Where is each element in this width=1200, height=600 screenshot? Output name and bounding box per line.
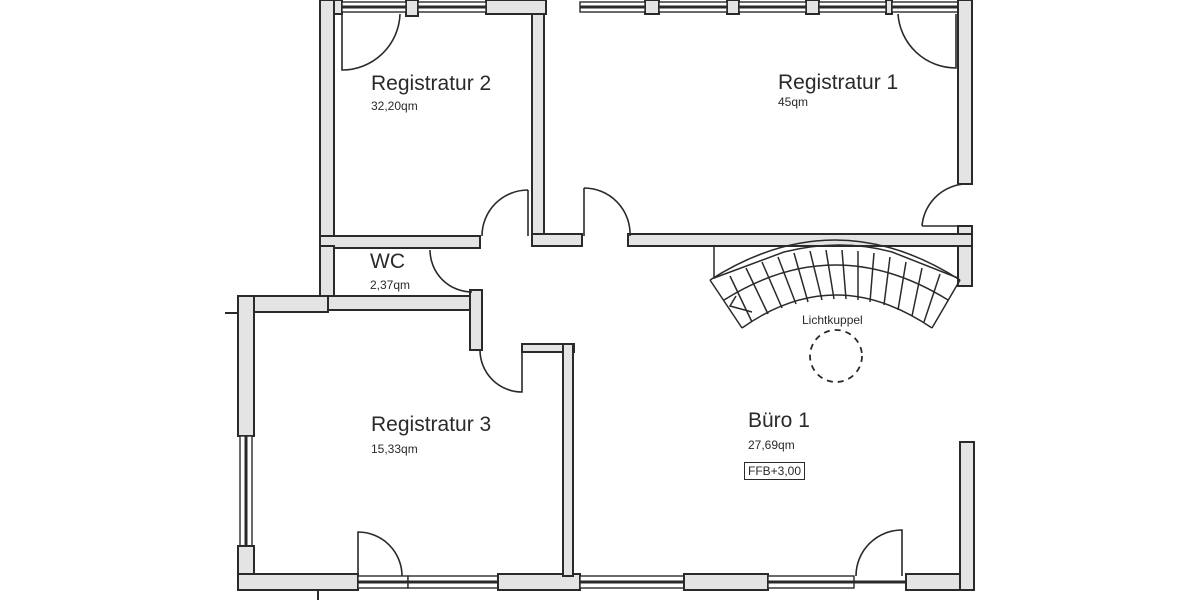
top-windows xyxy=(341,1,961,13)
wall-reg3-left-upper xyxy=(237,295,255,437)
wall-reg2-left xyxy=(319,0,335,247)
wall-wc-right xyxy=(469,289,483,351)
room-name-buero-1: Büro 1 xyxy=(748,409,810,432)
wall-reg1-bottom-left xyxy=(531,233,583,247)
wall-reg1-right xyxy=(957,0,973,185)
doors xyxy=(341,13,973,577)
room-name-registratur-3: Registratur 3 xyxy=(371,413,492,436)
wall-top-pillar-5 xyxy=(885,0,893,15)
wall-top-pillar-3 xyxy=(726,0,740,15)
wall-top-2 xyxy=(485,0,547,15)
wall-reg2-bottom xyxy=(319,235,481,249)
wall-reg3-bottom-left xyxy=(237,573,359,591)
room-area-wc: 2,37qm xyxy=(370,278,411,292)
room-name-wc: WC xyxy=(370,250,405,273)
skylight-dome-outline xyxy=(809,329,863,383)
wall-top-pillar-1 xyxy=(405,0,419,17)
room-area-registratur-1: 45qm xyxy=(778,95,809,109)
wall-top-1 xyxy=(333,0,343,15)
wall-reg1-bottom-right xyxy=(627,233,973,247)
wall-wc-left xyxy=(319,245,335,297)
room-area-registratur-2: 32,20qm xyxy=(371,99,418,113)
wall-buero-right xyxy=(959,441,975,591)
wall-buero-bottom xyxy=(683,573,769,591)
wall-top-pillar-4 xyxy=(805,0,820,15)
room-name-registratur-2: Registratur 2 xyxy=(371,72,492,95)
wall-top-pillar-2 xyxy=(644,0,660,15)
room-area-registratur-3: 15,33qm xyxy=(371,442,418,456)
curved-staircase xyxy=(709,239,961,329)
floor-level-marker: FFB+3,00 xyxy=(744,462,806,480)
wall-reg2-reg1 xyxy=(531,13,545,237)
wall-reg3-buero xyxy=(562,343,574,577)
skylight-label: Lichtkuppel xyxy=(802,313,863,327)
wall-wc-bottom xyxy=(319,295,471,311)
room-area-buero-1: 27,69qm xyxy=(748,438,795,452)
room-name-registratur-1: Registratur 1 xyxy=(778,71,899,94)
